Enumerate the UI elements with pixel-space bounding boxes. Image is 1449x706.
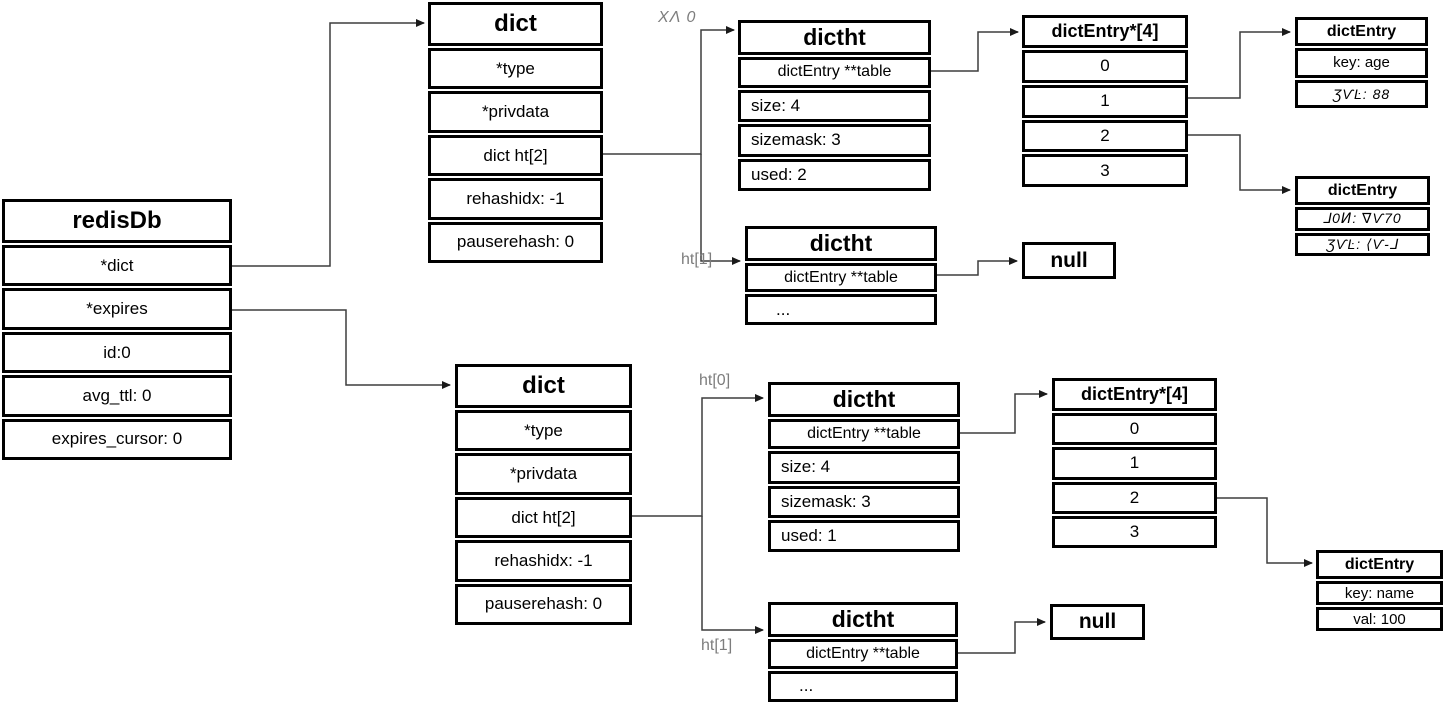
array-top-box: dictEntry*[4] 0 1 2 3 bbox=[1022, 15, 1188, 187]
dict-top-box: dict *type *privdata dict ht[2] rehashid… bbox=[428, 2, 603, 264]
entry-name-box: dictEntry key: name val: 100 bbox=[1316, 550, 1443, 631]
dictht-top1-row-table: dictEntry **table bbox=[745, 263, 937, 292]
array-bottom-box: dictEntry*[4] 0 1 2 3 bbox=[1052, 378, 1217, 548]
arrow-ht0top-array bbox=[930, 28, 1019, 72]
array-top-slot-2: 2 bbox=[1022, 119, 1188, 153]
entry-name-title: dictEntry bbox=[1316, 550, 1443, 579]
dictht-bottom1-row-table: dictEntry **table bbox=[768, 639, 958, 669]
dict-top-row-pauserehash: pauserehash: 0 bbox=[428, 221, 603, 264]
dict-bottom-row-ht2: dict ht[2] bbox=[455, 496, 632, 539]
dict-top-row-type: *type bbox=[428, 48, 603, 90]
dictht-bottom0-title: dictht bbox=[768, 382, 960, 417]
arrow-arraytop-entry-other bbox=[1188, 134, 1291, 194]
redisdb-row-avgttl: avg_ttl: 0 bbox=[2, 375, 232, 417]
null-top-box: null bbox=[1022, 242, 1116, 279]
array-top-title: dictEntry*[4] bbox=[1022, 15, 1188, 48]
dictht-top1-title: dictht bbox=[745, 226, 937, 261]
arrow-ht0bottom-array bbox=[960, 390, 1048, 434]
dictht-bottom1-box: dictht dictEntry **table ... bbox=[768, 602, 958, 702]
dictht-bottom1-title: dictht bbox=[768, 602, 958, 637]
dictht-bottom0-row-used: used: 1 bbox=[768, 519, 960, 552]
redisdb-row-expirescursor: expires_cursor: 0 bbox=[2, 418, 232, 461]
entry-other-box: dictEntry ⅃0Ͷ: ∇Ѵ70 ƷѴĿ: ⟨Ѵ-⅃ bbox=[1295, 176, 1430, 256]
dict-bottom-row-pauserehash: pauserehash: 0 bbox=[455, 583, 632, 626]
arrow-arraytop-entry-age bbox=[1188, 28, 1291, 99]
array-bottom-slot-0: 0 bbox=[1052, 413, 1217, 446]
entry-other-key: ⅃0Ͷ: ∇Ѵ70 bbox=[1295, 207, 1430, 231]
dictht-bottom0-box: dictht dictEntry **table size: 4 sizemas… bbox=[768, 382, 960, 552]
entry-age-box: dictEntry key: age ƷѴĿ: 88 bbox=[1295, 17, 1428, 108]
arrow-dictbottom-ht0 bbox=[632, 394, 764, 517]
entry-name-key: key: name bbox=[1316, 581, 1443, 605]
array-bottom-slot-1: 1 bbox=[1052, 447, 1217, 480]
arrow-redisdb-dict-top bbox=[232, 19, 425, 267]
redisdb-row-expires: *expires bbox=[2, 288, 232, 330]
dict-top-row-ht2: dict ht[2] bbox=[428, 134, 603, 177]
entry-other-title: dictEntry bbox=[1295, 176, 1430, 205]
dictht-top1-box: dictht dictEntry **table ... bbox=[745, 226, 937, 325]
dictht-top0-row-used: used: 2 bbox=[738, 158, 931, 191]
entry-age-val: ƷѴĿ: 88 bbox=[1295, 79, 1428, 108]
dictht-bottom0-row-sizemask: sizemask: 3 bbox=[768, 485, 960, 518]
dict-bottom-row-rehashidx: rehashidx: -1 bbox=[455, 540, 632, 582]
dict-bottom-row-type: *type bbox=[455, 410, 632, 452]
entry-age-key: key: age bbox=[1295, 48, 1428, 78]
dictht-bottom1-row-ellipsis: ... bbox=[768, 670, 958, 702]
array-top-slot-3: 3 bbox=[1022, 154, 1188, 187]
arrow-dictbottom-ht1 bbox=[701, 516, 764, 634]
array-top-slot-0: 0 bbox=[1022, 50, 1188, 83]
null-bottom-box: null bbox=[1050, 604, 1145, 640]
redisdb-title: redisDb bbox=[2, 199, 232, 243]
array-bottom-title: dictEntry*[4] bbox=[1052, 378, 1217, 411]
arrow-dicttop-ht0 bbox=[602, 26, 735, 155]
dictht-top0-row-sizemask: sizemask: 3 bbox=[738, 124, 931, 157]
array-bottom-slot-2: 2 bbox=[1052, 481, 1217, 514]
redisdb-row-dict: *dict bbox=[2, 245, 232, 287]
entry-other-val: ƷѴĿ: ⟨Ѵ-⅃ bbox=[1295, 232, 1430, 256]
arrow-dicttop-ht1 bbox=[700, 154, 741, 265]
dictht-top1-row-ellipsis: ... bbox=[745, 294, 937, 325]
dict-top-title: dict bbox=[428, 2, 603, 46]
dictht-top0-row-table: dictEntry **table bbox=[738, 57, 931, 88]
dict-bottom-row-privdata: *privdata bbox=[455, 453, 632, 495]
label-ht0-top: ΧΛ 0 bbox=[658, 9, 697, 26]
arrow-redisdb-dict-bottom bbox=[232, 309, 451, 389]
dict-top-row-rehashidx: rehashidx: -1 bbox=[428, 178, 603, 220]
dict-bottom-box: dict *type *privdata dict ht[2] rehashid… bbox=[455, 364, 632, 626]
label-ht1-top: ht[1] bbox=[681, 251, 713, 268]
null-top-label: null bbox=[1022, 242, 1116, 279]
arrow-ht1bottom-null bbox=[958, 618, 1046, 654]
dictht-top0-title: dictht bbox=[738, 20, 931, 55]
dictht-bottom0-row-table: dictEntry **table bbox=[768, 419, 960, 450]
array-bottom-slot-3: 3 bbox=[1052, 515, 1217, 548]
dict-top-row-privdata: *privdata bbox=[428, 91, 603, 133]
dict-bottom-title: dict bbox=[455, 364, 632, 408]
redisdb-box: redisDb *dict *expires id:0 avg_ttl: 0 e… bbox=[2, 199, 232, 461]
array-top-slot-1: 1 bbox=[1022, 84, 1188, 118]
dictht-bottom0-row-size: size: 4 bbox=[768, 451, 960, 484]
dictht-top0-row-size: size: 4 bbox=[738, 89, 931, 122]
dictht-top0-box: dictht dictEntry **table size: 4 sizemas… bbox=[738, 20, 931, 191]
null-bottom-label: null bbox=[1050, 604, 1145, 640]
entry-name-val: val: 100 bbox=[1316, 607, 1443, 631]
label-ht0-bottom: ht[0] bbox=[699, 372, 731, 389]
arrow-arraybottom-entry-name bbox=[1217, 497, 1313, 567]
arrow-ht1top-null bbox=[937, 257, 1018, 276]
entry-age-title: dictEntry bbox=[1295, 17, 1428, 46]
label-ht1-bottom: ht[1] bbox=[701, 637, 733, 654]
redisdb-row-id: id:0 bbox=[2, 331, 232, 374]
